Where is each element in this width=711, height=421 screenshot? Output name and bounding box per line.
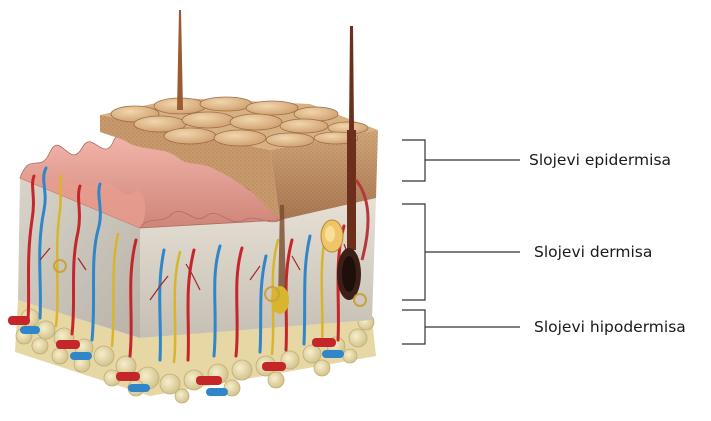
bracket-dermis [402,204,520,300]
label-hypodermis-layers: Slojevi hipodermisa [534,318,686,336]
bracket-hypodermis [402,310,520,344]
label-epidermis-layers: Slojevi epidermisa [529,151,671,169]
label-dermis-layers: Slojevi dermisa [534,243,652,261]
bracket-epidermis [402,140,520,181]
